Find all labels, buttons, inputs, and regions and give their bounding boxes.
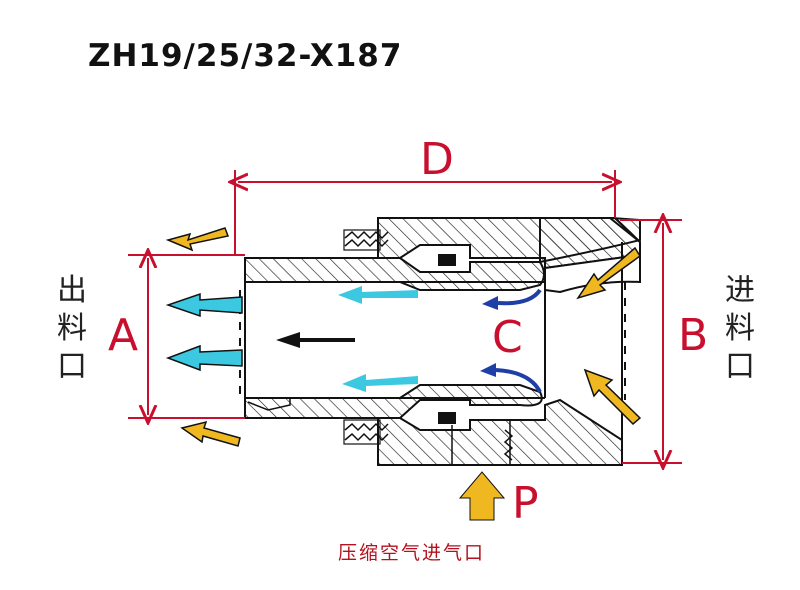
yellow-arrow-air-inlet	[458, 471, 506, 521]
blue-curved-arrow-top	[497, 288, 542, 306]
blue-curved-arrow-bottom	[495, 368, 542, 394]
black-arrow-center	[276, 332, 355, 348]
outlet-label-char: 出	[57, 273, 87, 308]
yellow-arrow-outlet-bottom	[180, 420, 241, 447]
label-C: C	[492, 312, 523, 363]
inlet-label-char: 口	[725, 349, 755, 384]
air-port-threads	[451, 420, 514, 465]
thread-top	[343, 229, 389, 251]
label-D: D	[420, 134, 454, 185]
o-ring-top	[438, 254, 456, 266]
outlet-label-char: 料	[57, 311, 87, 346]
cyan-arrow-inner-bottom	[342, 374, 418, 392]
outer-body-bottom	[377, 398, 623, 466]
yellow-arrow-inlet-bottom	[583, 368, 642, 426]
thread-bottom	[343, 419, 389, 445]
cyan-arrow-inner-top	[338, 286, 418, 304]
right-face-top	[614, 217, 641, 243]
yellow-arrow-outlet-top	[165, 227, 230, 252]
yellow-arrow-inlet-top	[576, 246, 642, 300]
outlet-label-char: 口	[57, 349, 87, 384]
cyan-arrow-outlet-upper	[165, 292, 243, 318]
inlet-label-char: 进	[725, 273, 755, 308]
label-B: B	[678, 310, 709, 361]
outlet-end-detail	[247, 398, 291, 411]
page-title: ZH19/25/32-X187	[88, 38, 403, 74]
air-inlet-caption: 压缩空气进气口	[338, 542, 486, 564]
label-P: P	[512, 478, 539, 529]
inlet-label: 进 料 口	[720, 272, 760, 386]
inner-nozzle-bottom	[244, 384, 543, 419]
inner-nozzle-top	[244, 257, 545, 291]
outlet-label: 出 料 口	[52, 272, 92, 386]
label-A: A	[108, 310, 139, 361]
cyan-arrow-outlet-lower	[165, 344, 243, 372]
o-ring-bottom	[438, 412, 456, 424]
inlet-label-char: 料	[725, 311, 755, 346]
